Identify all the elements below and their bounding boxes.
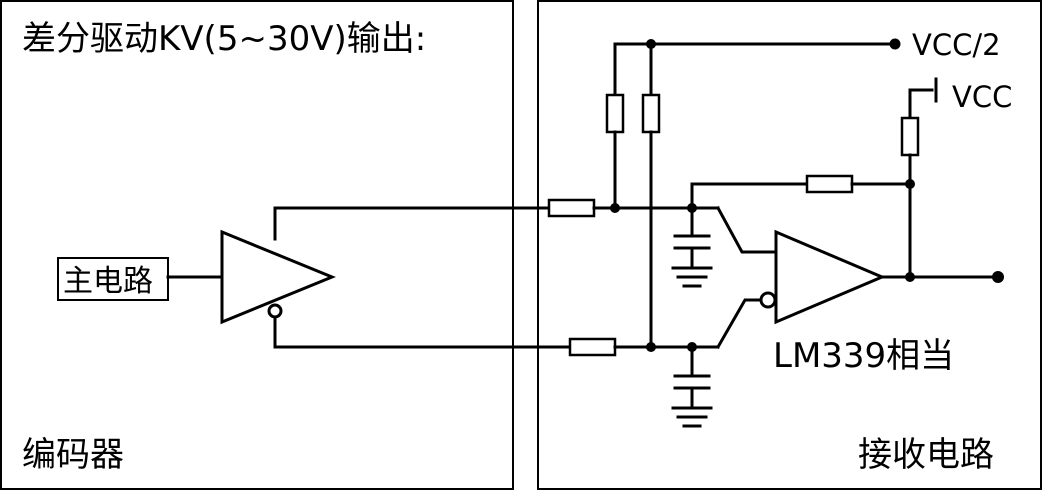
receiver-footer-label: 接收电路 (858, 435, 994, 475)
comparator-triangle (774, 229, 886, 325)
comparator-inverting-bubble (759, 291, 777, 309)
driver-positive-output-wire (273, 206, 551, 241)
junction-dot (687, 203, 697, 213)
driver-negative-output-wire (273, 315, 572, 349)
comparator-inverting-input-wire (715, 298, 762, 350)
line-driver-triangle (220, 229, 336, 325)
feedback-left-wire (690, 182, 809, 210)
bias-resistor-left (605, 93, 625, 134)
driver-inverting-bubble (267, 303, 283, 319)
main-circuit-box (57, 257, 169, 301)
receiver-panel (537, 0, 1042, 490)
input-resistor-top (547, 198, 596, 218)
vcc-half-label: VCC/2 (912, 28, 1001, 62)
vcc-label: VCC (952, 80, 1012, 114)
junction-dot (687, 342, 697, 352)
feedback-resistor (805, 174, 854, 194)
encoder-footer-label: 编码器 (22, 435, 124, 475)
main-circuit-label: 主电路 (63, 264, 153, 299)
pullup-resistor (900, 116, 920, 157)
junction-dot (905, 272, 915, 282)
junction-dot (646, 342, 656, 352)
junction-dot (646, 39, 656, 49)
output-terminal-dot (992, 271, 1004, 283)
encoder-panel (0, 0, 514, 490)
junction-dot (905, 179, 915, 189)
encoder-title: 差分驱动KV(5~30V)输出: (22, 19, 426, 59)
comparator-noninverting-input-wire (715, 205, 778, 254)
bias-resistor-right (641, 93, 661, 134)
vcc-half-terminal-dot (889, 38, 901, 50)
junction-dot (610, 203, 620, 213)
input-resistor-bottom (568, 337, 617, 357)
pullup-vcc-wire (908, 88, 934, 120)
comparator-label: LM339相当 (773, 336, 954, 376)
